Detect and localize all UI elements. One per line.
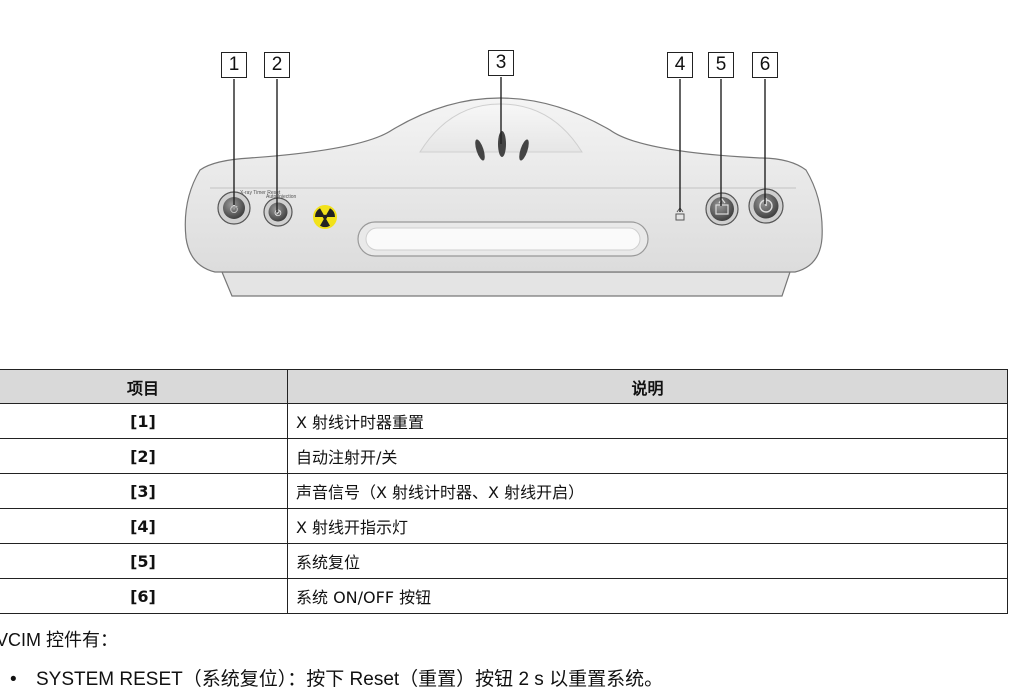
callout-1: 1 <box>221 52 247 78</box>
notes-heading: VCIM 控件有： <box>0 630 119 650</box>
svg-text:⊘: ⊘ <box>274 208 282 219</box>
control-panel-illustration: ⏱ X-ray Timer Reset ⊘ Auto Injection <box>184 77 823 297</box>
auto-injection-label: Auto Injection <box>266 194 297 200</box>
audio-speaker-icon <box>475 131 529 161</box>
row-item: [3] <box>0 473 288 509</box>
callout-5: 5 <box>708 52 734 78</box>
callout-2: 2 <box>264 52 290 78</box>
table-row: [2] 自动注射开/关 <box>0 438 1008 474</box>
row-description: 系统 ON/OFF 按钮 <box>287 578 1008 614</box>
table-row: [6] 系统 ON/OFF 按钮 <box>0 578 1008 614</box>
items-table: 项目 说明 [1] X 射线计时器重置 [2] 自动注射开/关 [3] 声音信号… <box>0 369 1008 614</box>
row-item: [4] <box>0 508 288 544</box>
system-reset-icon[interactable] <box>705 192 739 226</box>
row-item: [5] <box>0 543 288 579</box>
timer-reset-label: X-ray Timer Reset <box>240 190 281 196</box>
bullet-marker: • <box>10 669 17 690</box>
notes-bullet-item: • SYSTEM RESET（系统复位）：按下 Reset（重置）按钮 2 s 以… <box>10 664 663 691</box>
row-description: 声音信号（X 射线计时器、X 射线开启） <box>287 473 1008 509</box>
callout-6: 6 <box>752 52 778 78</box>
timer-reset-icon[interactable]: ⏱ <box>217 191 251 225</box>
header-description: 说明 <box>287 369 1008 404</box>
row-description: 自动注射开/关 <box>287 438 1008 474</box>
control-panel-figure: ⏱ X-ray Timer Reset ⊘ Auto Injection <box>0 0 1018 330</box>
table-row: [3] 声音信号（X 射线计时器、X 射线开启） <box>0 473 1008 509</box>
row-description: X 射线计时器重置 <box>287 403 1008 439</box>
table-header-row: 项目 说明 <box>0 369 1008 404</box>
row-item: [1] <box>0 403 288 439</box>
row-item: [2] <box>0 438 288 474</box>
notes-bullet-text: SYSTEM RESET（系统复位）：按下 Reset（重置）按钮 2 s 以重… <box>36 669 664 690</box>
row-description: 系统复位 <box>287 543 1008 579</box>
header-item: 项目 <box>0 369 288 404</box>
power-icon[interactable] <box>748 188 784 224</box>
svg-text:⏱: ⏱ <box>230 203 239 216</box>
auto-injection-icon[interactable]: ⊘ <box>263 197 293 227</box>
row-description: X 射线开指示灯 <box>287 508 1008 544</box>
callout-4: 4 <box>667 52 693 78</box>
table-row: [4] X 射线开指示灯 <box>0 508 1008 544</box>
callout-3: 3 <box>488 50 514 76</box>
table-row: [5] 系统复位 <box>0 543 1008 579</box>
row-item: [6] <box>0 578 288 614</box>
radiation-icon <box>313 205 337 229</box>
table-row: [1] X 射线计时器重置 <box>0 403 1008 439</box>
